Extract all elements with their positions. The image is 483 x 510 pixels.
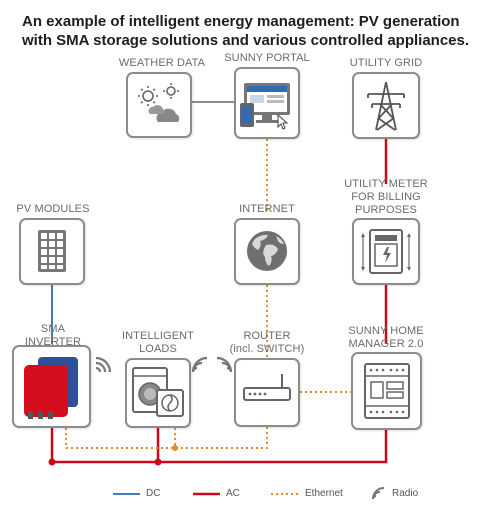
radio-waves-router xyxy=(216,356,233,373)
diagram-title: An example of intelligent energy managem… xyxy=(22,12,472,50)
weather-node xyxy=(126,72,192,138)
loads-label-line-2: LOADS xyxy=(139,343,177,355)
portal-node xyxy=(234,67,300,139)
legend-dc-label: DC xyxy=(146,488,161,499)
radio-waves-inverter xyxy=(95,356,112,373)
legend-ethernet-label: Ethernet xyxy=(305,488,343,499)
ac-bus xyxy=(50,428,388,464)
pv-modules-node xyxy=(19,218,85,285)
solar-panel-icon xyxy=(38,230,66,272)
home-manager-device-icon xyxy=(364,363,410,419)
title-line-2: with SMA storage solutions and various c… xyxy=(22,32,470,49)
pv-label: PV MODULES xyxy=(16,203,90,215)
loads-label-line-1: INTELLIGENT xyxy=(121,330,194,342)
ethernet-bus xyxy=(65,427,268,449)
router-label-line-1: ROUTER xyxy=(243,330,291,342)
ac-junction-1 xyxy=(48,458,56,466)
homemanager-label-line-1: SUNNY HOME xyxy=(348,325,424,337)
legend-radio-label: Radio xyxy=(392,488,419,499)
weather-label: WEATHER DATA xyxy=(118,57,206,69)
portal-label: SUNNY PORTAL xyxy=(224,52,310,64)
legend-ac-label: AC xyxy=(226,488,240,499)
sunny-home-manager-node xyxy=(351,352,422,430)
grid-node xyxy=(352,72,420,139)
internet-label: INTERNET xyxy=(239,203,295,215)
electricity-meter-icon xyxy=(361,229,411,274)
grid-label: UTILITY GRID xyxy=(349,57,423,69)
router-label-line-2: (incl. SWITCH) xyxy=(229,343,305,355)
internet-node xyxy=(234,218,300,285)
ethernet-junction xyxy=(172,445,178,451)
router-label: ROUTER (incl. SWITCH) xyxy=(224,330,310,356)
intelligent-loads-node xyxy=(125,358,191,428)
ac-junction-2 xyxy=(154,458,162,466)
meter-label-line-2: FOR BILLING xyxy=(351,191,421,203)
appliances-icon xyxy=(132,367,184,417)
inverter-icon xyxy=(24,357,78,419)
homemanager-label-line-2: MANAGER 2.0 xyxy=(348,338,424,350)
meter-label-line-3: PURPOSES xyxy=(355,204,417,216)
portal-devices-icon xyxy=(240,83,290,130)
weather-icon xyxy=(138,83,180,122)
inverter-label-line-1: SMA xyxy=(40,323,66,335)
title-line-1: An example of intelligent energy managem… xyxy=(22,13,460,30)
transmission-tower-icon xyxy=(367,81,405,131)
loads-label: INTELLIGENT LOADS xyxy=(115,330,201,356)
utility-meter-node xyxy=(352,218,420,285)
homemanager-label: SUNNY HOME MANAGER 2.0 xyxy=(340,325,432,351)
router-node xyxy=(234,358,300,427)
router-icon xyxy=(243,374,291,401)
radio-waves-loads xyxy=(191,356,208,373)
globe-icon xyxy=(247,231,287,271)
meter-label: UTILITY METER FOR BILLING PURPOSES xyxy=(341,178,431,217)
meter-label-line-1: UTILITY METER xyxy=(344,178,428,190)
sma-inverter-node xyxy=(12,345,91,428)
